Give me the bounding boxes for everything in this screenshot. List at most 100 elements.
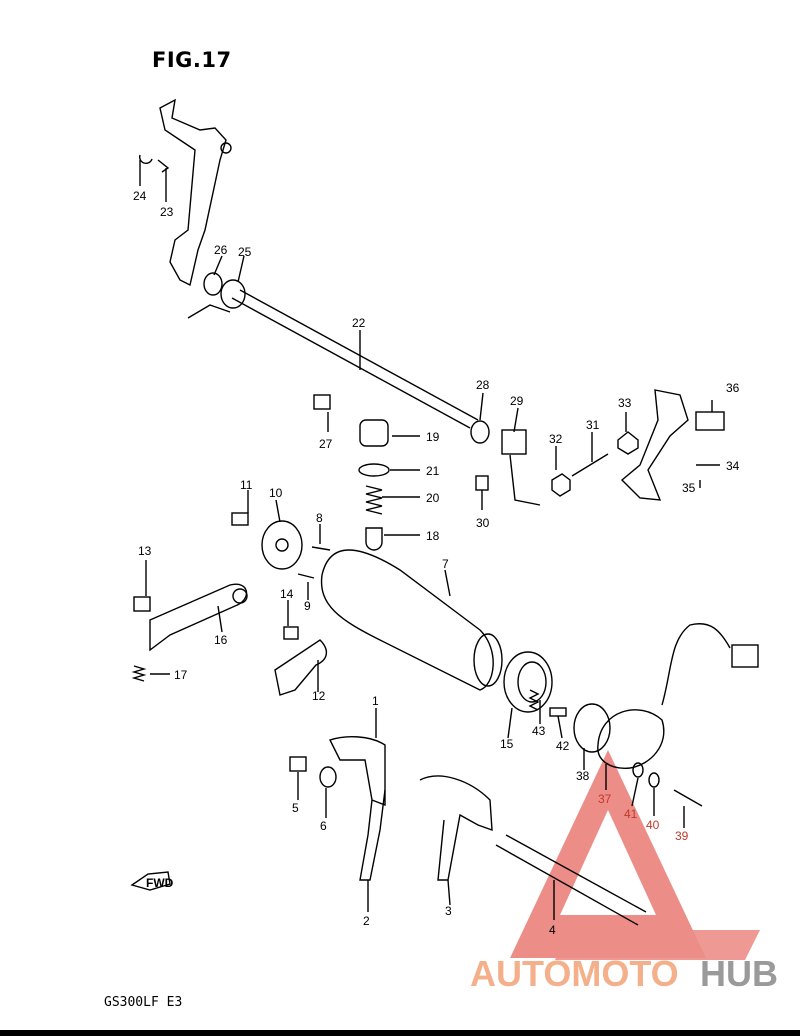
pin-8 <box>311 546 331 551</box>
callout-42: 42 <box>556 739 570 753</box>
washer-41 <box>632 762 644 778</box>
cam-stopper-10 <box>261 520 303 570</box>
bolt-31 <box>571 453 609 477</box>
arm-hole <box>232 588 248 604</box>
clip-24 <box>138 154 153 165</box>
spring-43 <box>528 689 540 711</box>
cam-stopper-hole <box>275 538 289 552</box>
callout-4: 4 <box>549 923 556 937</box>
cam-end <box>473 633 503 687</box>
callout-29: 29 <box>510 394 524 408</box>
callout-18: 18 <box>426 529 440 543</box>
spring-17 <box>131 665 147 682</box>
callout-16: 16 <box>214 633 228 647</box>
washer-26 <box>203 272 223 296</box>
callout-40: 40 <box>646 818 660 832</box>
callout-6: 6 <box>320 819 327 833</box>
screw-39 <box>673 789 703 807</box>
bolt-13 <box>133 596 151 612</box>
callout-24: 24 <box>133 189 147 203</box>
fork-shaft-4-edge <box>505 834 647 913</box>
callout-1: 1 <box>372 694 379 708</box>
callout-7: 7 <box>442 557 449 571</box>
watermark-text-b: HUB <box>700 953 778 994</box>
callout-5: 5 <box>292 801 299 815</box>
watermark-triangle-inner <box>560 810 656 915</box>
watermark-text-a: AUTOMOTO <box>470 953 679 994</box>
callout-32: 32 <box>549 432 563 446</box>
fwd-arrow-icon: FWD <box>130 871 174 891</box>
callout-14: 14 <box>280 587 294 601</box>
pin-42 <box>549 707 567 717</box>
callout-labels: 24 23 26 25 22 28 29 33 36 31 32 34 35 2… <box>133 189 740 937</box>
callout-31: 31 <box>586 418 600 432</box>
nut-33 <box>617 431 639 455</box>
fwd-label: FWD <box>146 876 174 890</box>
drawing-lines <box>131 98 759 926</box>
callout-17: 17 <box>174 668 188 682</box>
stopper-18 <box>365 527 383 551</box>
watermark-logo <box>510 750 760 960</box>
sensor-wire <box>661 623 731 706</box>
callout-11: 11 <box>240 478 253 492</box>
callout-26: 26 <box>214 243 228 257</box>
shift-arm <box>159 98 227 287</box>
callout-19: 19 <box>426 430 440 444</box>
fork-shaft-4 <box>495 844 639 926</box>
bolt-30 <box>475 475 489 491</box>
spring-25 <box>220 279 246 309</box>
callout-35: 35 <box>682 481 696 495</box>
callout-22: 22 <box>352 316 366 330</box>
bolt-27 <box>313 394 331 410</box>
gear-pedal-35 <box>620 389 689 501</box>
bolt-14 <box>283 626 299 640</box>
bolt-5 <box>289 756 307 772</box>
callout-8: 8 <box>316 511 323 525</box>
callout-30: 30 <box>476 516 490 530</box>
callout-39: 39 <box>675 829 689 843</box>
callout-37: 37 <box>598 792 612 806</box>
shift-fork-3 <box>419 775 493 881</box>
callout-13: 13 <box>138 544 152 558</box>
callout-38: 38 <box>576 769 590 783</box>
callout-27: 27 <box>319 437 333 451</box>
nut-32 <box>551 473 571 497</box>
plate-12 <box>274 639 327 696</box>
callout-25: 25 <box>238 245 252 259</box>
sensor-connector <box>731 644 759 668</box>
shift-shaft-edge <box>239 289 479 421</box>
callout-9: 9 <box>304 599 311 613</box>
plug-19 <box>359 419 389 447</box>
callout-34: 34 <box>726 459 740 473</box>
callout-15: 15 <box>500 737 514 751</box>
watermark-bar <box>555 930 760 960</box>
figure-title: FIG.17 <box>152 48 232 72</box>
bolt-11 <box>231 512 249 526</box>
bearing-15 <box>503 651 553 713</box>
shift-arm-pin <box>220 142 232 154</box>
gear-position-sensor-37 <box>597 709 665 769</box>
shift-fork-2 <box>359 789 386 881</box>
link-rod <box>509 454 541 506</box>
callout-2: 2 <box>363 914 370 928</box>
callout-20: 20 <box>426 491 440 505</box>
washer-21 <box>358 463 390 477</box>
bottom-rule <box>0 1030 800 1036</box>
shift-fork-1 <box>329 736 386 807</box>
callout-21: 21 <box>426 464 440 478</box>
cam-stopper-arm-16 <box>149 583 248 652</box>
oil-seal-28 <box>470 420 490 444</box>
bolt-36 <box>695 411 725 431</box>
callout-43: 43 <box>532 724 546 738</box>
spring-23 <box>157 159 170 173</box>
callout-36: 36 <box>726 381 740 395</box>
bearing-15-inner <box>517 661 547 703</box>
spring-20 <box>365 485 383 515</box>
model-label: GS300LF E3 <box>104 995 183 1010</box>
callout-10: 10 <box>269 486 283 500</box>
callout-41: 41 <box>624 807 638 821</box>
callout-23: 23 <box>160 205 174 219</box>
callout-33: 33 <box>618 396 632 410</box>
callout-3: 3 <box>445 904 452 918</box>
